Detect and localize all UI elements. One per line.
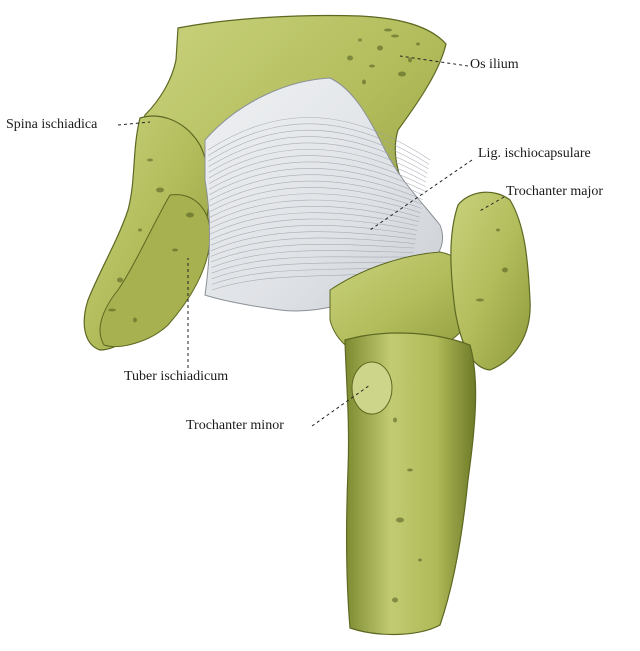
- bone-pit: [496, 228, 500, 232]
- trochanter-major-bone: [450, 191, 531, 371]
- bone-pit: [407, 468, 413, 472]
- ligament-fibers: [207, 117, 431, 291]
- bone-pit: [476, 298, 484, 302]
- label-spina-ischiadica: Spina ischiadica: [6, 117, 98, 132]
- ligament-fiber: [207, 123, 430, 165]
- bone-texture: [108, 28, 508, 603]
- ligament-fiber: [208, 148, 427, 183]
- bone-pit: [408, 57, 412, 63]
- ligament-fiber: [211, 260, 412, 280]
- leader-trochanter-major: [477, 196, 505, 213]
- bone-pit: [347, 55, 353, 61]
- bone-pit: [392, 597, 398, 603]
- bone-pit: [108, 308, 116, 312]
- bone-pit: [138, 228, 142, 232]
- ligament-fiber: [209, 199, 420, 224]
- ligament-fiber: [211, 243, 415, 263]
- label-os-ilium: Os ilium: [470, 57, 519, 72]
- label-lig-ischiocapsulare: Lig. ischiocapsulare: [478, 146, 591, 161]
- ligament-fiber: [208, 142, 427, 178]
- bone-pit: [393, 417, 397, 423]
- ligament-fiber: [209, 168, 424, 196]
- bone-pit: [384, 28, 392, 32]
- ligament-fiber: [210, 212, 419, 235]
- bone-pit: [362, 79, 366, 85]
- ligament-fiber: [209, 187, 422, 212]
- ligament-fiber: [208, 129, 429, 170]
- bone-pit: [377, 45, 383, 51]
- bone-pit: [391, 34, 399, 38]
- bone-pit: [396, 517, 404, 523]
- bone-pit: [186, 212, 194, 218]
- bone-pit: [358, 38, 362, 42]
- bone-pit: [502, 267, 508, 273]
- ligament-fiber: [210, 231, 416, 252]
- bone-pit: [398, 71, 406, 77]
- ligament-fiber: [210, 237, 415, 257]
- ligament-fiber: [211, 250, 414, 268]
- label-trochanter-major: Trochanter major: [506, 184, 604, 199]
- bone-pit: [369, 64, 375, 68]
- leader-spina-ischiadica: [117, 121, 151, 126]
- ligament-fiber: [210, 225, 417, 246]
- bone-pit: [117, 277, 123, 283]
- ligament-fiber: [209, 174, 423, 201]
- label-trochanter-minor: Trochanter minor: [186, 418, 284, 433]
- ligament-fiber: [208, 136, 428, 174]
- ligament-fiber: [210, 206, 419, 229]
- trochanter-minor-bone: [351, 361, 393, 415]
- ligament-fiber: [208, 161, 425, 192]
- ligament-fiber: [208, 155, 426, 187]
- bone-pit: [156, 187, 164, 193]
- bone-pit: [172, 248, 178, 252]
- bone-pit: [416, 42, 420, 46]
- label-tuber-ischiadicum: Tuber ischiadicum: [124, 369, 229, 384]
- ligament-fiber: [209, 180, 423, 207]
- bone-pit: [147, 158, 153, 162]
- ligament-fiber: [210, 218, 418, 240]
- ligament-fiber: [207, 117, 431, 161]
- ligament-fiber: [209, 193, 421, 218]
- bone-pit: [418, 558, 422, 562]
- ligament-fiber: [211, 256, 413, 274]
- bone-pit: [133, 317, 137, 323]
- leader-lig-ischiocapsulare: [369, 159, 473, 231]
